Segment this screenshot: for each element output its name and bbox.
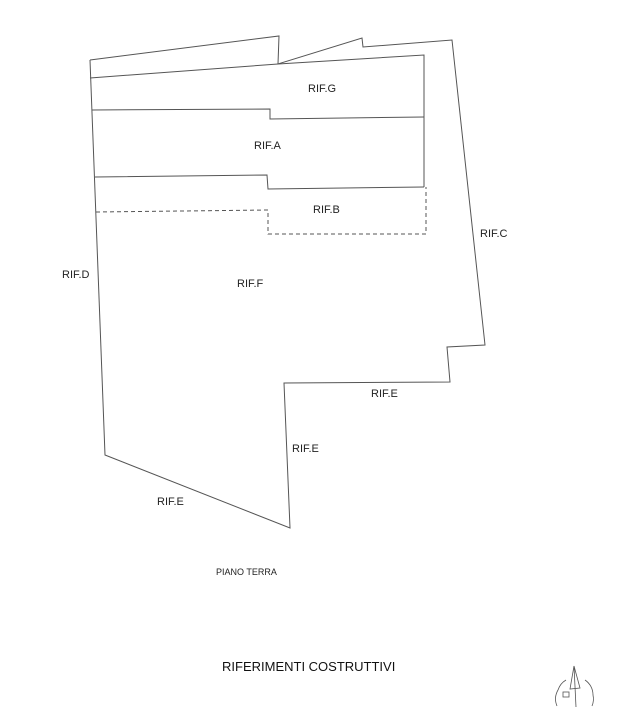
rif-g-top-line bbox=[89, 54, 425, 187]
label-rif-e-right: RIF.E bbox=[371, 388, 398, 400]
rif-b-dashed-outline bbox=[95, 187, 427, 235]
floor-label: PIANO TERRA bbox=[216, 567, 277, 577]
label-rif-c: RIF.C bbox=[480, 228, 508, 240]
label-rif-e-mid: RIF.E bbox=[292, 443, 319, 455]
label-rif-e-bottom: RIF.E bbox=[157, 496, 184, 508]
label-rif-a: RIF.A bbox=[254, 140, 281, 152]
drawing-title: RIFERIMENTI COSTRUTTIVI bbox=[222, 659, 396, 674]
label-rif-b: RIF.B bbox=[313, 204, 340, 216]
label-rif-g: RIF.G bbox=[308, 83, 337, 95]
rif-g-a-divider bbox=[91, 108, 425, 120]
label-rif-f: RIF.F bbox=[237, 278, 264, 290]
label-rif-d: RIF.D bbox=[62, 269, 90, 281]
north-arrow bbox=[555, 665, 594, 707]
rif-a-b-divider bbox=[94, 174, 425, 190]
